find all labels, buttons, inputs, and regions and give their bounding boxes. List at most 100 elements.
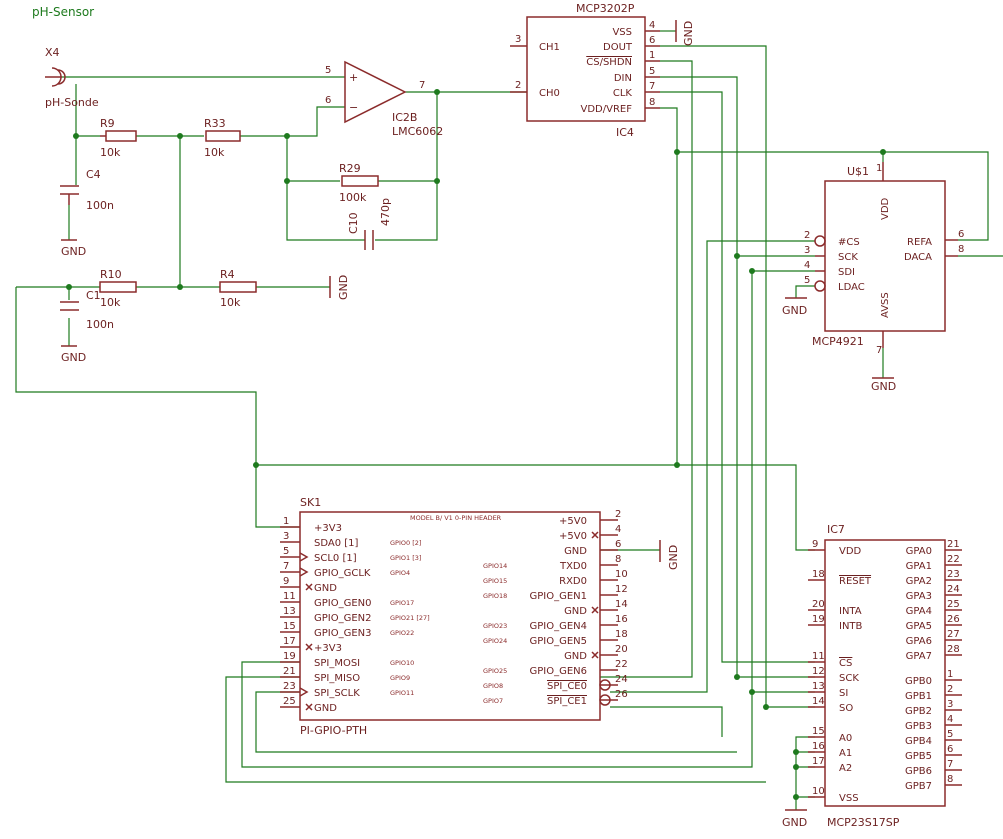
resistor-r10[interactable]: R10 10k xyxy=(99,268,137,309)
expander-pin-name: GPA0 xyxy=(906,546,932,557)
header-pin-name: +3V3 xyxy=(314,643,342,654)
adc-pin-num: 5 xyxy=(649,66,655,77)
expander-ref: IC7 xyxy=(827,523,845,536)
header-pin-name: SPI_SCLK xyxy=(314,688,360,699)
dac-pin-name: DACA xyxy=(904,252,932,263)
dac-pin-num: 6 xyxy=(958,229,964,240)
expander-pin-num: 21 xyxy=(947,539,960,550)
expander-pin-name: GPA4 xyxy=(906,606,932,617)
header-tiny-label: MODEL B/ V1 0-PIN HEADER xyxy=(410,514,502,522)
header-pin-num: 22 xyxy=(615,659,628,670)
header-pin-name: TXD0 xyxy=(559,561,587,572)
expander-pin-name: GPB7 xyxy=(905,781,932,792)
resistor-r9[interactable]: R9 10k xyxy=(100,117,137,159)
resistor-r4[interactable]: R4 10k xyxy=(219,268,257,309)
header-gpio-label: GPIO23 xyxy=(483,622,507,630)
io-expander-mcp23s17[interactable]: IC7 MCP23S17SP 9VDD18RESET20INTA19INTB11… xyxy=(782,523,962,829)
dac-ref: U$1 xyxy=(847,165,869,178)
header-gpio-label: GPIO15 xyxy=(483,577,507,585)
adc-mcp3202[interactable]: MCP3202P IC4 3 CH1 2 CH0 4 6 1 5 7 8 VSS… xyxy=(510,2,695,139)
r9-value: 10k xyxy=(100,146,121,159)
r4-ref: R4 xyxy=(220,268,235,281)
dac-mcp4921[interactable]: U$1 MCP4921 1 VDD 7 AVSS 2 3 4 5 #CS SCK… xyxy=(782,162,964,393)
header-pin-name: +5V0 xyxy=(559,531,587,542)
header-pin-num: 17 xyxy=(283,636,296,647)
header-right-pins: 2+5V04+5V06GND8TXD0GPIO1410RXD0GPIO1512G… xyxy=(483,509,628,707)
opamp-part: LMC6062 xyxy=(392,125,443,138)
header-pin-name: SPI_CE0 xyxy=(547,681,587,692)
header-ref: SK1 xyxy=(300,496,321,509)
opamp-plus: + xyxy=(349,71,358,84)
dac-gnd2-label: GND xyxy=(871,380,896,393)
expander-pin-name: SCK xyxy=(839,673,859,684)
header-pin-name: SPI_MOSI xyxy=(314,658,360,669)
header-pin-num: 5 xyxy=(283,546,289,557)
no-connect-mark xyxy=(305,703,313,711)
header-pin-num: 6 xyxy=(615,539,621,550)
ph-probe-connector[interactable]: X4 pH-Sonde xyxy=(45,46,99,109)
expander-gnd-label: GND xyxy=(782,816,807,829)
header-pin-name: GPIO_GEN2 xyxy=(314,613,372,624)
expander-pin-name: A0 xyxy=(839,733,852,744)
r4-value: 10k xyxy=(220,296,241,309)
header-pin-num: 21 xyxy=(283,666,296,677)
opamp-pin6: 6 xyxy=(325,95,331,106)
expander-pin-num: 17 xyxy=(812,756,825,767)
header-gpio-label: GPIO1 [3] xyxy=(390,554,421,562)
adc-part: MCP3202P xyxy=(576,2,635,15)
expander-pin-num: 20 xyxy=(812,599,825,610)
header-pin-name: GPIO_GEN5 xyxy=(529,636,587,647)
dac-pin-name: SCK xyxy=(838,252,858,263)
capacitor-c10[interactable]: C10 470p xyxy=(347,198,392,250)
opamp-ic2b[interactable]: + − 5 6 7 IC2B LMC6062 xyxy=(325,60,443,138)
header-gnd-label: GND xyxy=(667,545,680,570)
header-pin-num: 15 xyxy=(283,621,296,632)
header-pin-num: 24 xyxy=(615,674,628,685)
c10-value: 470p xyxy=(379,198,392,226)
expander-pin-name: CS xyxy=(839,658,852,669)
expander-pin-name: SO xyxy=(839,703,853,714)
adc-pin-num: 4 xyxy=(649,20,655,31)
r33-ref: R33 xyxy=(204,117,226,130)
r29-value: 100k xyxy=(339,191,367,204)
expander-pin-num: 3 xyxy=(947,699,953,710)
header-pin-name: GND xyxy=(314,583,337,594)
expander-pin-num: 14 xyxy=(812,696,825,707)
header-pin-num: 11 xyxy=(283,591,296,602)
r4-ground-symbol: GND xyxy=(329,275,350,300)
resistor-r29[interactable]: R29 100k xyxy=(339,162,379,204)
resistor-r33[interactable]: R33 10k xyxy=(204,117,241,159)
c1-ref: C1 xyxy=(86,289,101,302)
expander-pin-num: 13 xyxy=(812,681,825,692)
expander-pin-name: GPB2 xyxy=(905,706,932,717)
opamp-ref: IC2B xyxy=(392,111,417,124)
header-pin-num: 19 xyxy=(283,651,296,662)
header-gpio-label: GPIO0 [2] xyxy=(390,539,421,547)
dac-pin-num: 8 xyxy=(958,244,964,255)
expander-pin-num: 26 xyxy=(947,614,960,625)
expander-pin-name: VSS xyxy=(839,793,859,804)
c4-ref: C4 xyxy=(86,168,101,181)
capacitor-c1[interactable]: C1 100n GND xyxy=(60,289,114,364)
header-pin-num: 7 xyxy=(283,561,289,572)
dac-pin-name: AVSS xyxy=(880,292,891,318)
no-connect-mark xyxy=(591,606,599,614)
expander-pin-num: 23 xyxy=(947,569,960,580)
header-gpio-label: GPIO18 xyxy=(483,592,507,600)
header-pin-name: +3V3 xyxy=(314,523,342,534)
expander-pin-num: 8 xyxy=(947,774,953,785)
expander-pin-num: 2 xyxy=(947,684,953,695)
header-pin-num: 1 xyxy=(283,516,289,527)
expander-pin-num: 5 xyxy=(947,729,953,740)
pi-gpio-header[interactable]: SK1 PI-GPIO-PTH MODEL B/ V1 0-PIN HEADER… xyxy=(280,496,680,737)
header-pin-num: 16 xyxy=(615,614,628,625)
capacitor-c4[interactable]: C4 100n GND xyxy=(60,168,114,258)
expander-pin-name: GPB1 xyxy=(905,691,932,702)
r4-gnd-label: GND xyxy=(337,275,350,300)
expander-pin-num: 9 xyxy=(812,539,818,550)
expander-pin-name: RESET xyxy=(839,576,872,587)
opamp-minus: − xyxy=(349,101,358,114)
r29-ref: R29 xyxy=(339,162,361,175)
header-gpio-label: GPIO4 xyxy=(390,569,410,577)
